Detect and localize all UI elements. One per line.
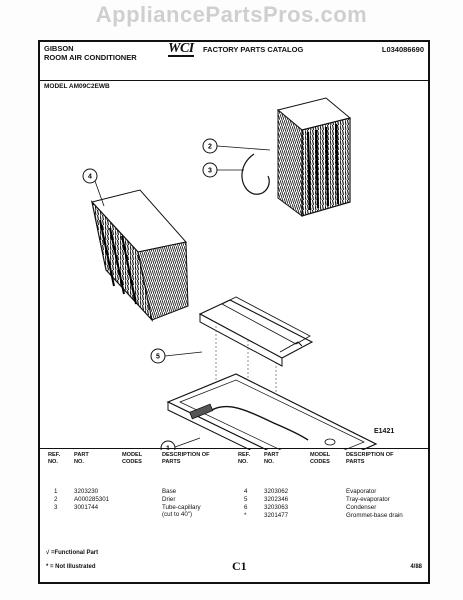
model-label: MODEL AM09C2EWB — [44, 83, 110, 90]
catalog-date: 4/88 — [410, 564, 422, 570]
exploded-parts-diagram: 2 3 4 5 1 — [82, 97, 378, 451]
col-ref-right: REF. NO. — [238, 452, 251, 465]
condenser-coil — [276, 97, 352, 217]
left-row-3-ref: 3 — [54, 504, 58, 511]
catalog-title: FACTORY PARTS CATALOG — [203, 45, 304, 54]
left-row-2-desc: Drier — [162, 496, 176, 503]
right-row-1-part: 3203062 — [264, 488, 289, 495]
col-desc-right: DESCRIPTION OF PARTS — [346, 452, 394, 465]
callout-3: 3 — [202, 162, 244, 178]
figure-id: E1421 — [374, 428, 395, 435]
col-desc-left: DESCRIPTION OF PARTS — [162, 452, 210, 465]
right-row-1-ref: 4 — [244, 488, 248, 495]
left-row-3-desc: Tube-capillary — [162, 504, 201, 511]
callout-3-label: 3 — [208, 168, 212, 175]
capillary-tube — [241, 153, 270, 195]
right-row-3-ref: 6 — [244, 504, 248, 511]
col-model-right: MODEL CODES — [310, 452, 331, 465]
brand-name: GIBSON — [44, 44, 74, 53]
catalog-code: L034086690 — [381, 45, 424, 54]
left-row-1-part: 3203230 — [74, 488, 99, 495]
callout-4-label: 4 — [88, 174, 92, 181]
brand-block: GIBSON ROOM AIR CONDITIONER — [44, 44, 137, 62]
left-row-3-desc-note: (cut to 40") — [162, 511, 193, 518]
callout-5-label: 5 — [156, 354, 160, 361]
right-row-1-desc: Evaporator — [346, 488, 377, 495]
col-part-left: PART NO. — [74, 452, 89, 465]
watermark: AppliancePartsPros.com — [95, 2, 368, 27]
product-type: ROOM AIR CONDITIONER — [44, 53, 137, 62]
right-row-3-desc: Condenser — [346, 504, 377, 511]
header-divider — [40, 80, 428, 81]
left-row-1-desc: Base — [162, 488, 177, 495]
legend-functional-part: √ =Functional Part — [46, 550, 99, 556]
right-row-4-desc: Grommet-base drain — [346, 512, 403, 519]
left-row-1-ref: 1 — [54, 488, 58, 495]
callout-4: 4 — [82, 168, 105, 207]
left-row-3-part: 3001744 — [74, 504, 99, 511]
right-row-4-part: 3201477 — [264, 512, 289, 519]
left-row-2-part: A000285301 — [74, 496, 110, 503]
page-number: C1 — [232, 559, 247, 573]
callout-2: 2 — [202, 138, 271, 154]
col-part-right: PART NO. — [264, 452, 279, 465]
right-row-3-part: 3203063 — [264, 504, 289, 511]
right-row-2-ref: 5 — [244, 496, 248, 503]
legend-not-illustrated: * = Not Illustrated — [46, 564, 96, 570]
wci-logo: WCI — [168, 41, 194, 57]
catalog-sheet: GIBSON ROOM AIR CONDITIONER WCI FACTORY … — [38, 40, 430, 584]
right-row-2-desc: Tray-evaporator — [346, 496, 390, 503]
right-row-2-part: 3202346 — [264, 496, 289, 503]
evaporator-coil — [90, 189, 189, 322]
callout-5: 5 — [150, 348, 203, 364]
callout-2-label: 2 — [208, 144, 212, 151]
left-row-2-ref: 2 — [54, 496, 58, 503]
table-divider — [40, 448, 428, 449]
col-ref-left: REF. NO. — [48, 452, 61, 465]
right-row-4-ref: * — [244, 512, 247, 519]
callout-1-label: 1 — [166, 446, 170, 451]
evaporator-tray — [198, 296, 314, 367]
col-model-left: MODEL CODES — [122, 452, 143, 465]
